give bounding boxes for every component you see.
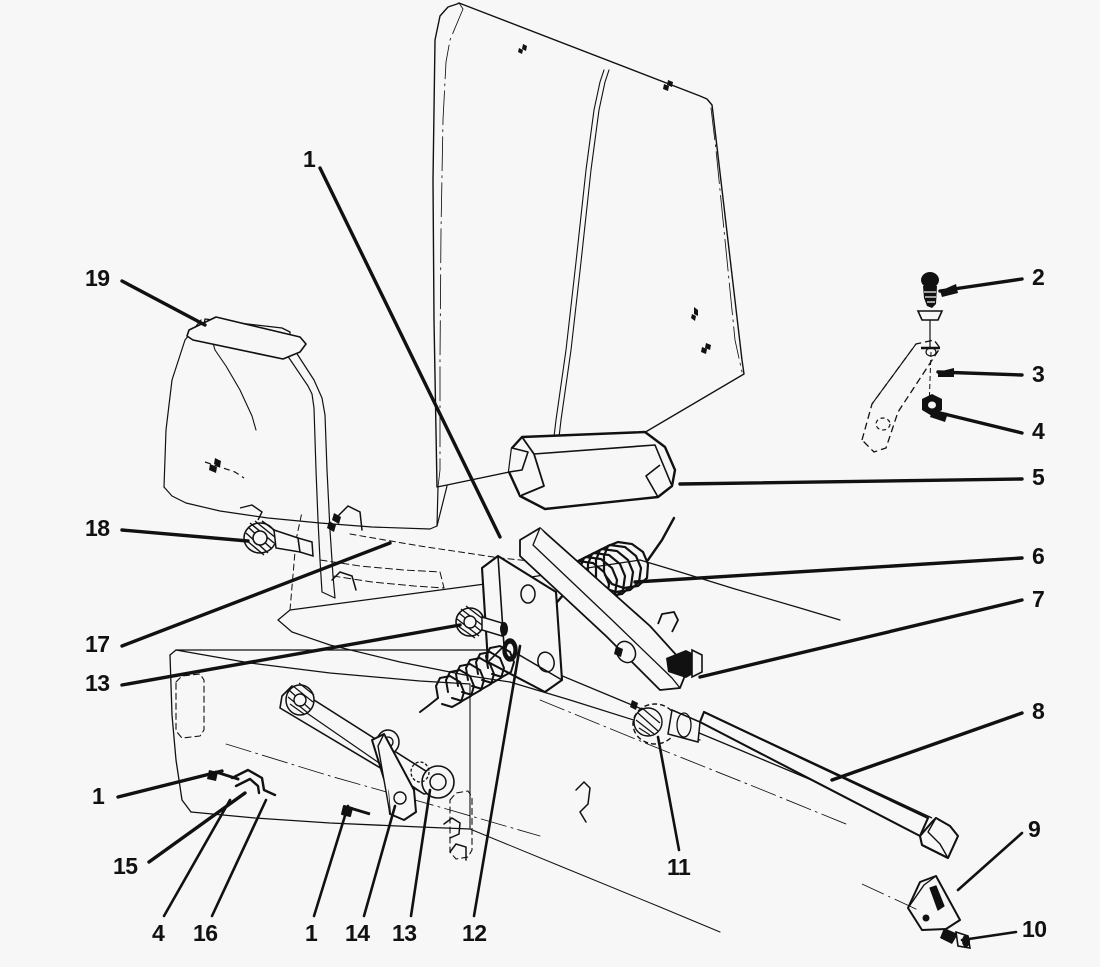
return-spring-16: [419, 644, 516, 713]
callout-3: 3: [1032, 361, 1045, 387]
callout-12: 12: [462, 920, 487, 946]
callout-1-bottom: 1: [305, 920, 318, 946]
callout-leaders-thin: [162, 644, 1024, 942]
callout-10: 10: [1022, 916, 1047, 942]
seat-pan-flange-19: [186, 316, 307, 360]
callout-16: 16: [193, 920, 218, 946]
callout-5: 5: [1032, 464, 1045, 490]
rod-end-joint-11: [630, 700, 701, 745]
arrow-heads: [930, 284, 958, 422]
callout-1-top: 1: [303, 146, 316, 172]
carriage-bolt-2: [916, 272, 944, 350]
control-rod-8: [698, 710, 960, 860]
seat-back-screw-marks: [518, 44, 711, 354]
callout-2: 2: [1032, 264, 1045, 290]
callout-7: 7: [1032, 586, 1045, 612]
callout-13-bottom: 13: [392, 920, 417, 946]
callout-11: 11: [667, 854, 691, 880]
lower-detail-hooks: [443, 780, 591, 861]
callout-18: 18: [85, 515, 110, 541]
link-lever-bar: [519, 527, 689, 691]
callout-6: 6: [1032, 543, 1045, 569]
callout-17: 17: [85, 631, 110, 657]
callout-4-bottom: 4: [152, 920, 165, 946]
seat-frame-cushion-support: [163, 318, 448, 599]
knob-assembly-18: [204, 458, 341, 558]
callout-9: 9: [1028, 816, 1041, 842]
callout-19: 19: [85, 265, 110, 291]
callout-leaders: [116, 166, 1024, 864]
callout-8: 8: [1032, 698, 1045, 724]
callout-15: 15: [113, 853, 138, 879]
callout-14: 14: [345, 920, 370, 946]
lever-handle-grip-5: [507, 430, 677, 511]
callout-4-right: 4: [1032, 418, 1045, 444]
clevis-pin-7: [614, 611, 703, 679]
callout-13-left: 13: [85, 670, 110, 696]
pivot-pin-13-upper: [455, 605, 508, 639]
release-rod-17: [331, 505, 363, 591]
callout-1-left: 1: [92, 783, 105, 809]
bracket-assembly-3: [861, 339, 941, 453]
